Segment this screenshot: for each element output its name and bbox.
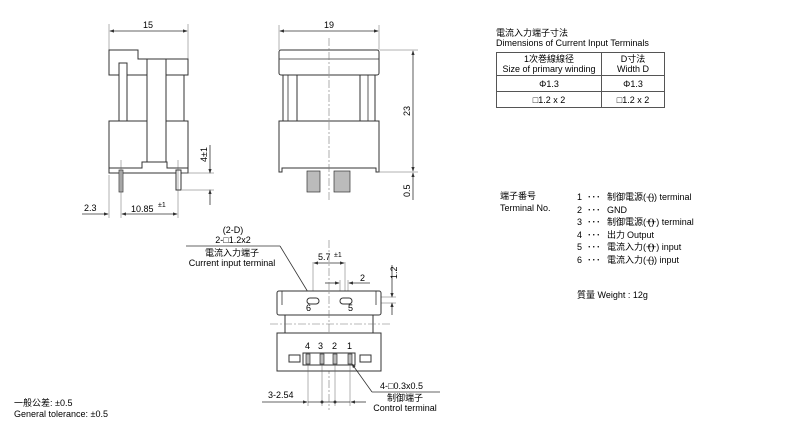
slot-offset-dimension: 2 — [360, 273, 365, 283]
weight-value: 12g — [632, 290, 648, 300]
table-title-en: Dimensions of Current Input Terminals — [496, 38, 649, 48]
header-jp: D寸法 — [620, 54, 646, 64]
terminal-no: 3 — [577, 217, 583, 228]
terminal-en: (+) terminal — [648, 217, 694, 228]
bottom-view: (2-D) 2-□1.2x2 電流入力端子 Current input term… — [186, 225, 440, 413]
terminal-dots: ･･･ — [587, 204, 601, 215]
pin — [306, 170, 321, 193]
terminal-no: 5 — [577, 242, 583, 253]
slot-label: 6 — [306, 303, 311, 313]
table-cell: □1.2 x 2 — [496, 91, 602, 108]
front-view: 19 23 0.5 — [278, 20, 418, 200]
terminal-no: 6 — [577, 255, 583, 265]
table-cell: □1.2 x 2 — [601, 91, 665, 108]
pin-length-dimension: 4±1 — [199, 147, 209, 162]
tolerance-label: ±1 — [158, 202, 166, 209]
pin-label: 2 — [332, 341, 337, 351]
terminal-label-jp: 端子番号 — [500, 191, 537, 201]
table-cell: Φ1.3 — [496, 75, 602, 92]
pin-offset-dimension: 2.3 — [84, 203, 97, 213]
control-pins — [305, 353, 353, 365]
table-row: □1.2 x 2□1.2 x 2 — [496, 91, 665, 108]
terminal-no: 1 — [577, 192, 583, 202]
control-terminal-jp: 制御端子 — [387, 392, 423, 403]
terminal-dots: ･･･ — [587, 229, 601, 240]
current-terminal-jp: 電流入力端子 — [205, 247, 259, 258]
table-cell: Φ1.3 — [601, 75, 665, 92]
terminal-jp: 制御電源(+) — [607, 217, 655, 228]
terminal-dots: ･･･ — [587, 217, 601, 228]
callout-label: (2-D) — [223, 225, 244, 235]
terminal-en: (+) input — [648, 242, 682, 253]
width-dimension: 19 — [324, 20, 334, 30]
terminal-label-en: Terminal No. — [500, 203, 551, 213]
pin-label: 3 — [318, 341, 323, 351]
tolerance-en: General tolerance: ±0.5 — [14, 409, 108, 419]
pin-pitch-dimension: 3-2.54 — [268, 390, 294, 400]
table-title-jp: 電流入力端子寸法 — [496, 28, 569, 38]
terminal-jp: 制御電源(−) — [607, 192, 655, 202]
terminal-en: (-) input — [648, 255, 680, 265]
height-dimension: 23 — [402, 106, 412, 116]
pin-label: 4 — [305, 341, 310, 351]
current-terminal-en: Current input terminal — [189, 258, 276, 268]
control-terminal-size: 4-□0.3x0.5 — [380, 381, 423, 391]
weight-label: 質量 Weight : — [577, 290, 631, 300]
terminal-jp: 電流入力(−) — [607, 255, 655, 265]
terminal-no: 2 — [577, 204, 583, 215]
control-terminal-en: Control terminal — [373, 403, 437, 413]
width-dimension: 15 — [143, 20, 153, 30]
slot-depth-dimension: 1.2 — [389, 266, 399, 279]
slot-label: 5 — [348, 303, 353, 313]
standoff-dimension: 0.5 — [402, 184, 412, 197]
pin-label: 1 — [347, 341, 352, 351]
current-terminal-size: 2-□1.2x2 — [215, 235, 250, 245]
slot-pitch-dimension: 5.7 — [318, 252, 331, 262]
header-en: Width D — [616, 64, 649, 74]
weight: 質量 Weight : 12g — [577, 289, 648, 301]
pin — [175, 169, 182, 191]
terminal-dots: ･･･ — [587, 255, 601, 265]
current-slot — [306, 297, 320, 305]
terminal-jp: 出力 — [607, 229, 626, 240]
current-slot — [339, 297, 353, 305]
terminal-en: Output — [627, 229, 655, 240]
terminal-no: 4 — [577, 229, 583, 240]
pin-pitch-dimension: 10.85 — [131, 204, 154, 214]
header-jp: 1次巻線線径 — [523, 54, 574, 64]
tolerance-label: ±1 — [334, 252, 342, 259]
terminal-en: (-) terminal — [648, 192, 692, 202]
terminal-jp: 電流入力(+) — [607, 242, 655, 253]
side-view: 15 4±1 2.3 10.85 ±1 — [82, 20, 214, 218]
pin — [333, 170, 351, 193]
tolerance-jp: 一般公差: ±0.5 — [14, 398, 73, 408]
terminal-dots: ･･･ — [587, 192, 601, 202]
header-en: Size of primary winding — [502, 64, 596, 74]
terminal-dots: ･･･ — [587, 242, 601, 253]
terminal-jp: GND — [607, 204, 627, 215]
